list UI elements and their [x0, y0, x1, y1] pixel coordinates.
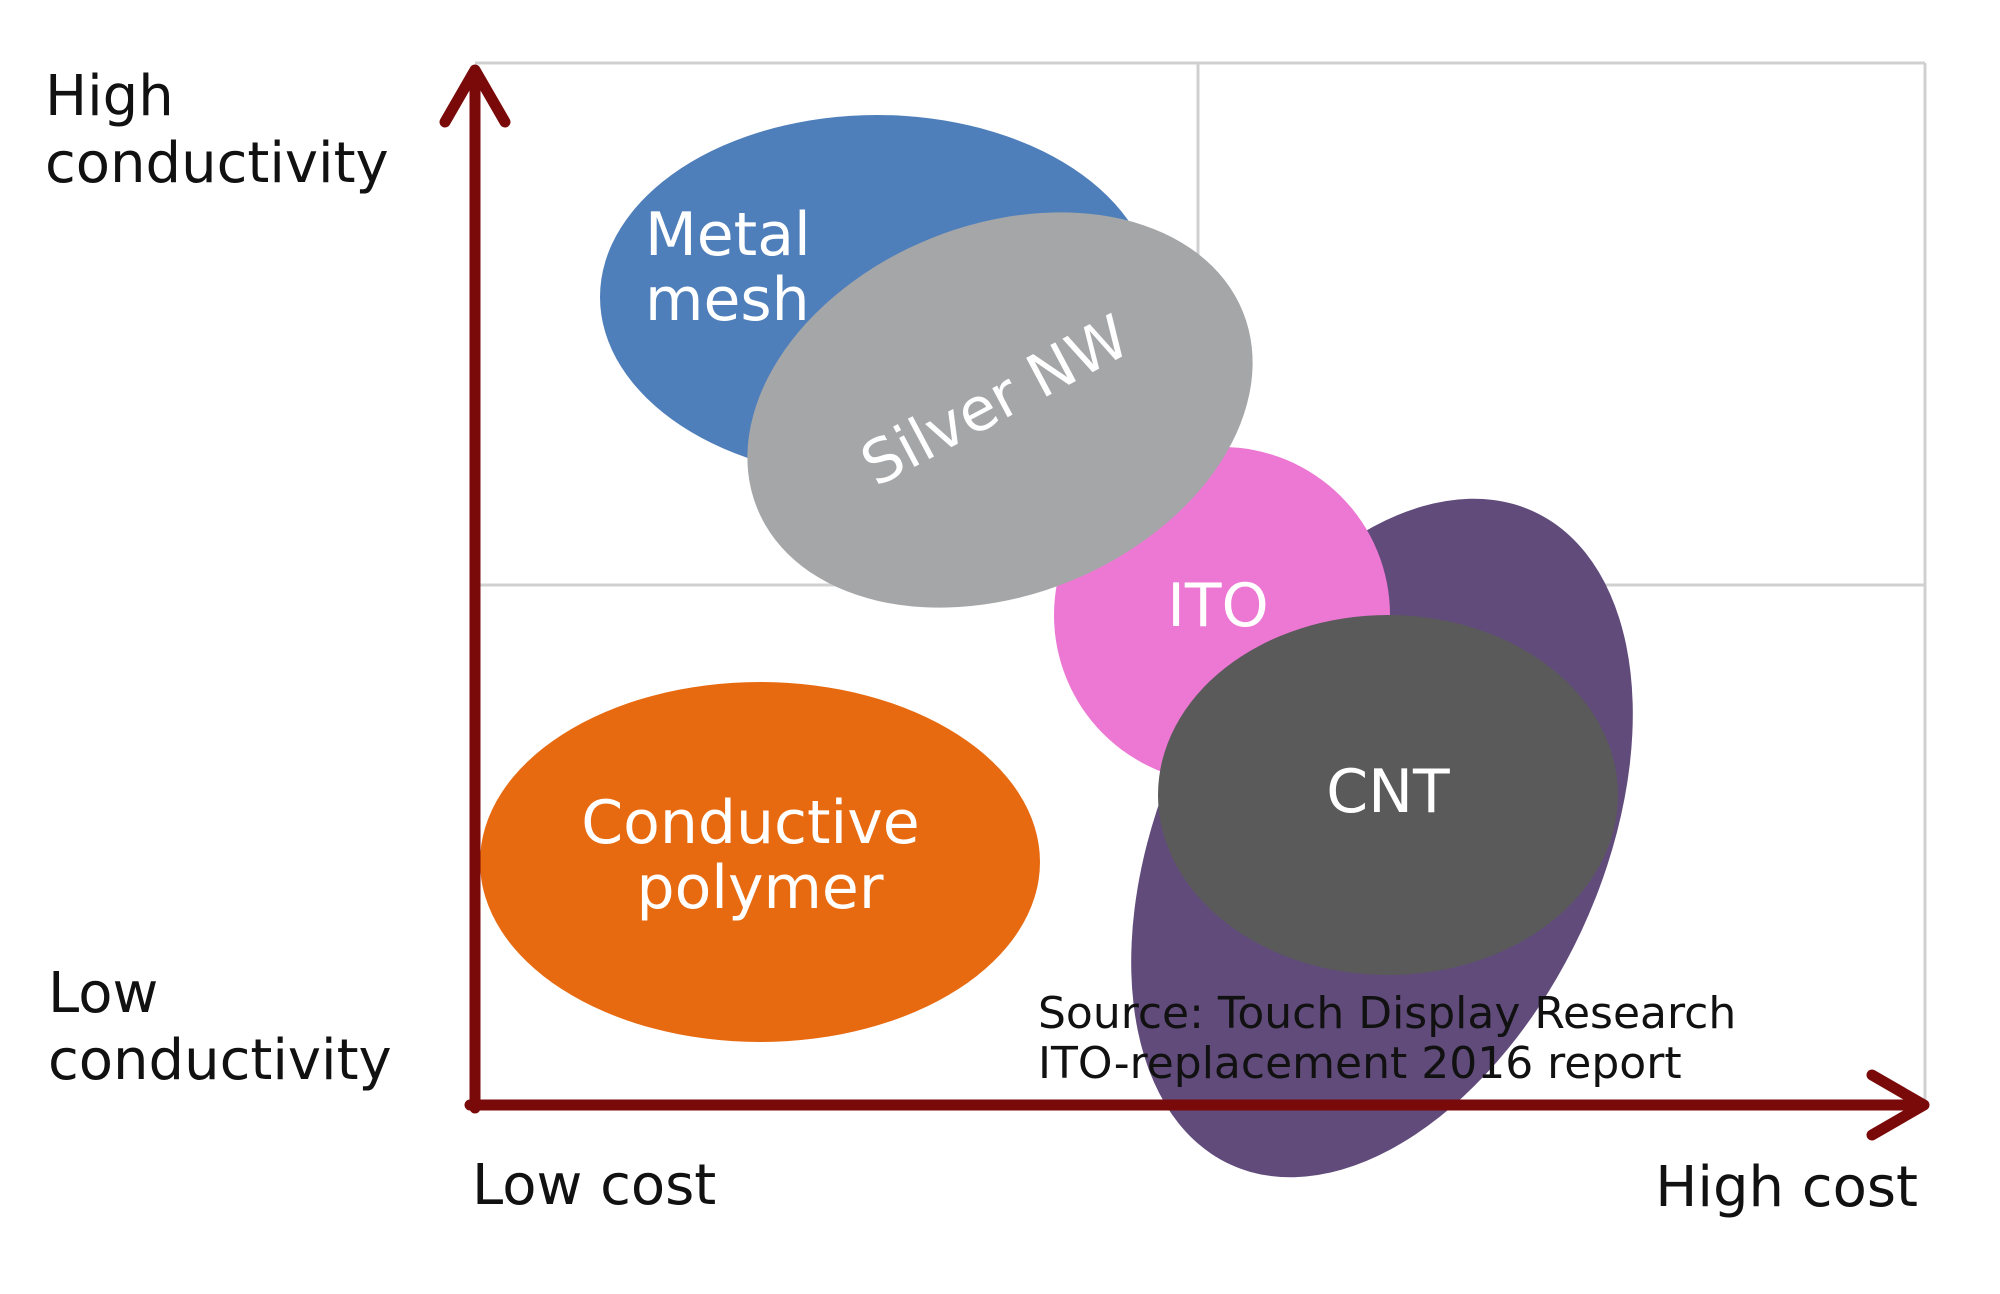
x-axis-low-label: Low cost [472, 1153, 716, 1218]
x-axis-high-label: High cost [1655, 1155, 1918, 1220]
y-axis-arrowhead [439, 64, 511, 128]
cnt-label: CNT [1326, 757, 1450, 827]
metal-mesh-label: Metal mesh [645, 200, 830, 335]
ito-label: ITO [1167, 571, 1269, 641]
silver-nw-ellipse [747, 212, 1253, 608]
conductive-polymer-ellipse [480, 682, 1040, 1042]
x-axis-arrowhead [1866, 1069, 1930, 1141]
axes [439, 64, 1930, 1141]
y-axis-high-label: High conductivity [45, 64, 389, 196]
y-axis-low-label: Low conductivity [48, 961, 392, 1093]
source-note: Source: Touch Display Research ITO-repla… [1038, 988, 1750, 1089]
cnt-ellipse [1158, 615, 1618, 975]
graphene-label: Graphene [1614, 473, 1910, 543]
conductive-polymer-label: Conductive polymer [581, 788, 938, 923]
